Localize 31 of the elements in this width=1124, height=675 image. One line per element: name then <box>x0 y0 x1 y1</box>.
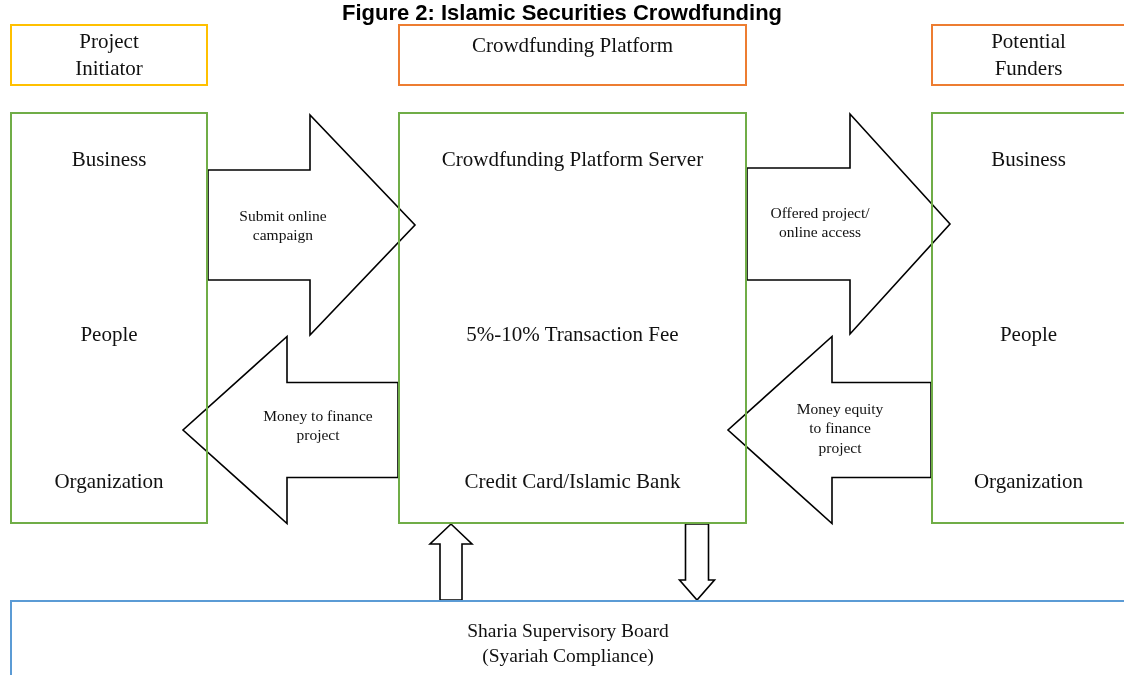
edge-label: Offered project/ online access <box>770 202 870 242</box>
node-text: Organization <box>972 468 1085 495</box>
node-text: Business <box>70 146 148 173</box>
node-text: Organization <box>53 468 165 495</box>
node-text: People <box>998 321 1059 348</box>
block-arrow <box>746 111 952 337</box>
platform-panel <box>398 112 747 524</box>
node-text: Crowdfunding Platform <box>470 32 675 59</box>
participant-panel <box>931 112 1124 524</box>
edge-label: Submit online campaign <box>238 205 328 245</box>
figure-title: Figure 2: Islamic Securities Crowdfunding <box>341 0 783 26</box>
block-arrow <box>181 334 399 526</box>
node-text: People <box>79 321 139 348</box>
participant-panel <box>10 112 208 524</box>
role-box <box>398 24 747 86</box>
node-text: Potential Funders <box>990 28 1067 83</box>
node-text: Crowdfunding Platform Server <box>440 146 705 173</box>
block-arrow <box>677 523 717 602</box>
role-box <box>931 24 1124 86</box>
block-arrow <box>428 522 474 601</box>
block-arrow <box>207 113 417 337</box>
node-text: Sharia Supervisory Board (Syariah Compliance) <box>466 619 670 669</box>
edge-label: Money equity to finance project <box>795 398 885 458</box>
node-text: 5%-10% Transaction Fee <box>465 321 680 348</box>
node-text: Project Initiator <box>74 28 144 83</box>
node-text: Business <box>990 146 1067 173</box>
board-band <box>10 600 1124 675</box>
edge-label: Money to finance project <box>262 405 374 445</box>
role-box <box>10 24 208 86</box>
block-arrow <box>726 334 932 526</box>
node-text: Credit Card/Islamic Bank <box>463 468 682 495</box>
